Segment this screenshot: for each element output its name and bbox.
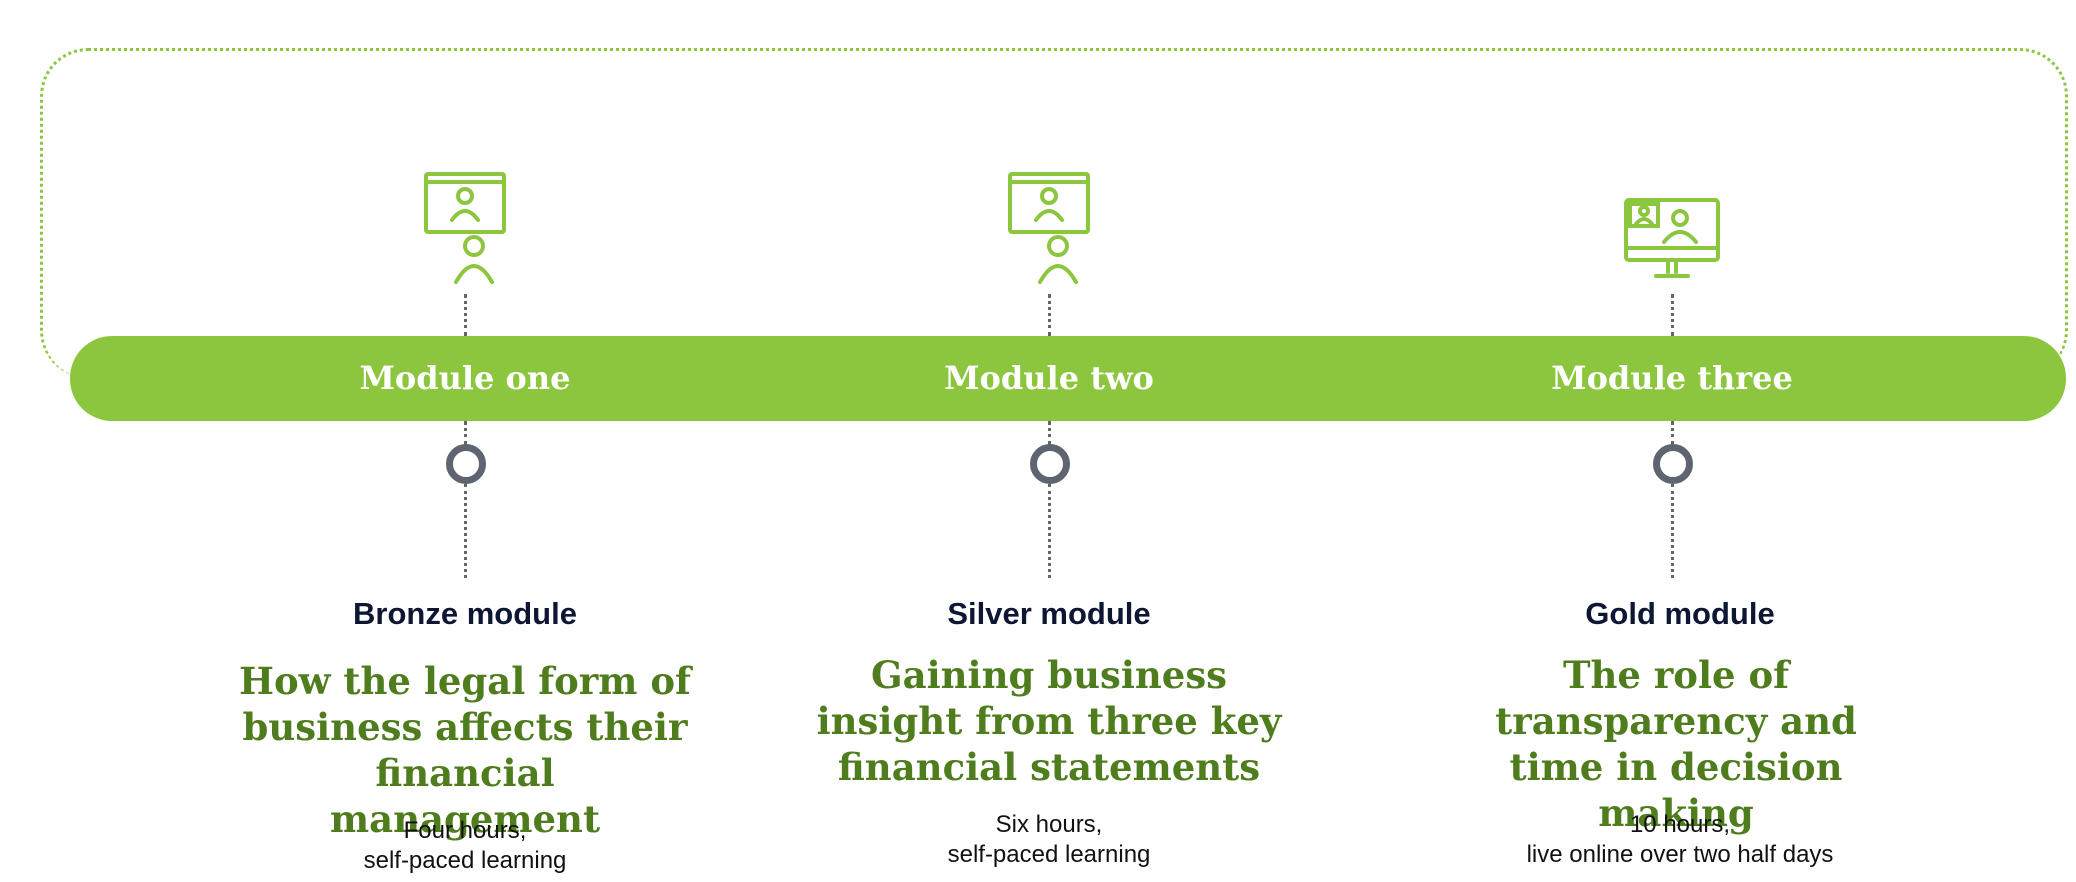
module-title: The role of transparency and time in dec… <box>1495 653 1857 835</box>
connector-upper <box>1048 294 1051 336</box>
connector-upper <box>464 294 467 336</box>
module-duration: Four hours, self-paced learning <box>165 816 765 876</box>
connector-lower <box>1048 484 1051 578</box>
module-timeline-bar <box>70 336 2066 421</box>
connector-middle <box>1671 421 1674 445</box>
module-label: Module three <box>1551 359 1793 397</box>
connector-lower <box>1671 484 1674 578</box>
module-label: Module two <box>944 359 1154 397</box>
timeline-node <box>1030 444 1070 484</box>
connector-upper <box>1671 294 1674 336</box>
duration-line-1: 10 hours, <box>1629 811 1731 838</box>
presenter-screen-icon <box>424 172 506 284</box>
module-level: Gold module <box>1585 596 1775 631</box>
module-level: Silver module <box>947 596 1151 631</box>
module-duration: 10 hours, live online over two half days <box>1380 810 1980 870</box>
connector-lower <box>464 484 467 578</box>
module-title: How the legal form of business affects t… <box>239 659 691 841</box>
module-level: Bronze module <box>353 596 577 631</box>
module-duration: Six hours, self-paced learning <box>749 810 1349 870</box>
module-label: Module one <box>359 359 571 397</box>
duration-line-2: self-paced learning <box>947 841 1151 868</box>
module-title: Gaining business insight from three key … <box>816 653 1282 789</box>
connector-middle <box>1048 421 1051 445</box>
duration-line-1: Six hours, <box>995 811 1103 838</box>
video-call-monitor-icon <box>1624 198 1720 278</box>
module-column-three: Module three Gold module The role of tra… <box>1372 0 1972 882</box>
connector-middle <box>464 421 467 445</box>
timeline-node <box>446 444 486 484</box>
duration-line-2: self-paced learning <box>363 847 567 874</box>
dotted-loop-frame <box>40 48 2068 378</box>
duration-line-2: live online over two half days <box>1526 841 1834 868</box>
presenter-screen-icon <box>1008 172 1090 284</box>
timeline-node <box>1653 444 1693 484</box>
duration-line-1: Four hours, <box>403 817 527 844</box>
module-column-two: Module two Silver module Gaining busines… <box>749 0 1349 882</box>
module-column-one: Module one Bronze module How the legal f… <box>165 0 765 882</box>
